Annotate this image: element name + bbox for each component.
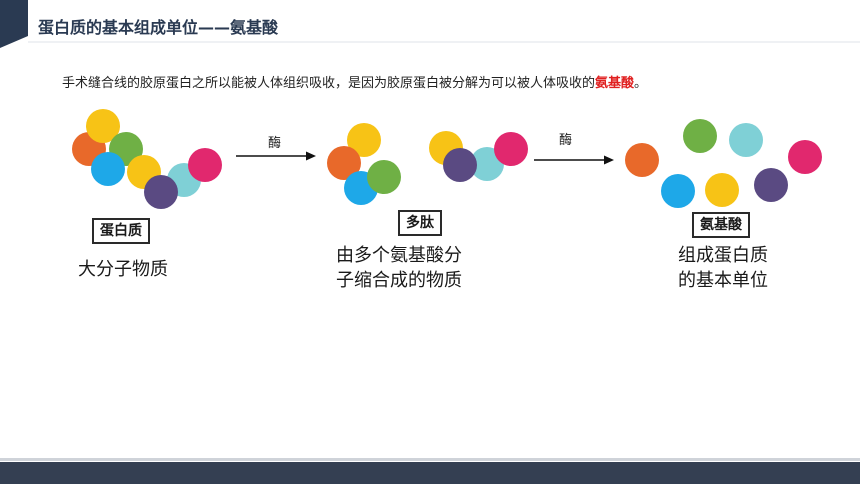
arrow-2-label: 酶 — [559, 133, 573, 148]
footer-divider — [0, 458, 860, 461]
desc-line: 子缩合成的物质 — [336, 270, 462, 291]
ball-purple — [144, 175, 178, 209]
ball-purple — [754, 168, 788, 202]
intro-sentence: 手术缝合线的胶原蛋白之所以能被人体组织吸收，是因为胶原蛋白被分解为可以被人体吸收… — [62, 72, 647, 91]
desc-line: 大分子物质 — [78, 259, 168, 280]
page-title: 蛋白质的基本组成单位——氨基酸 — [38, 18, 279, 37]
ball-green — [367, 160, 401, 194]
arrow-2-head — [604, 155, 614, 165]
arrow-1-head — [306, 151, 316, 161]
polypeptide-cluster-b — [429, 131, 528, 182]
ball-purple — [443, 148, 477, 182]
desc-amino-acid: 组成蛋白质 的基本单位 — [678, 243, 768, 293]
ball-blue — [661, 174, 695, 208]
footer-bar — [0, 462, 860, 484]
intro-highlight: 氨基酸 — [595, 76, 635, 91]
desc-polypeptide: 由多个氨基酸分 子缩合成的物质 — [336, 243, 462, 293]
intro-suffix: 。 — [634, 76, 648, 91]
protein-cluster — [72, 109, 222, 209]
desc-protein: 大分子物质 — [78, 257, 168, 282]
ball-pink — [788, 140, 822, 174]
amino-acids — [625, 119, 822, 208]
ball-yellow — [705, 173, 739, 207]
title-accent-shape — [0, 0, 28, 48]
ball-yellow — [347, 123, 381, 157]
label-protein: 蛋白质 — [92, 218, 150, 244]
title-bar — [0, 0, 860, 48]
ball-yellow — [86, 109, 120, 143]
polypeptide-cluster-a — [327, 123, 401, 205]
desc-line: 组成蛋白质 — [678, 245, 768, 266]
intro-text: 手术缝合线的胶原蛋白之所以能被人体组织吸收，是因为胶原蛋白被分解为可以被人体吸收… — [62, 76, 596, 91]
desc-line: 的基本单位 — [678, 270, 768, 291]
ball-orange — [327, 146, 361, 180]
ball-green — [683, 119, 717, 153]
ball-teal — [729, 123, 763, 157]
label-polypeptide: 多肽 — [398, 210, 442, 236]
ball-pink — [188, 148, 222, 182]
ball-blue — [91, 152, 125, 186]
ball-orange — [625, 143, 659, 177]
ball-pink — [494, 132, 528, 166]
label-amino-acid: 氨基酸 — [692, 212, 750, 238]
arrow-1-label: 酶 — [268, 136, 282, 151]
desc-line: 由多个氨基酸分 — [336, 245, 462, 266]
